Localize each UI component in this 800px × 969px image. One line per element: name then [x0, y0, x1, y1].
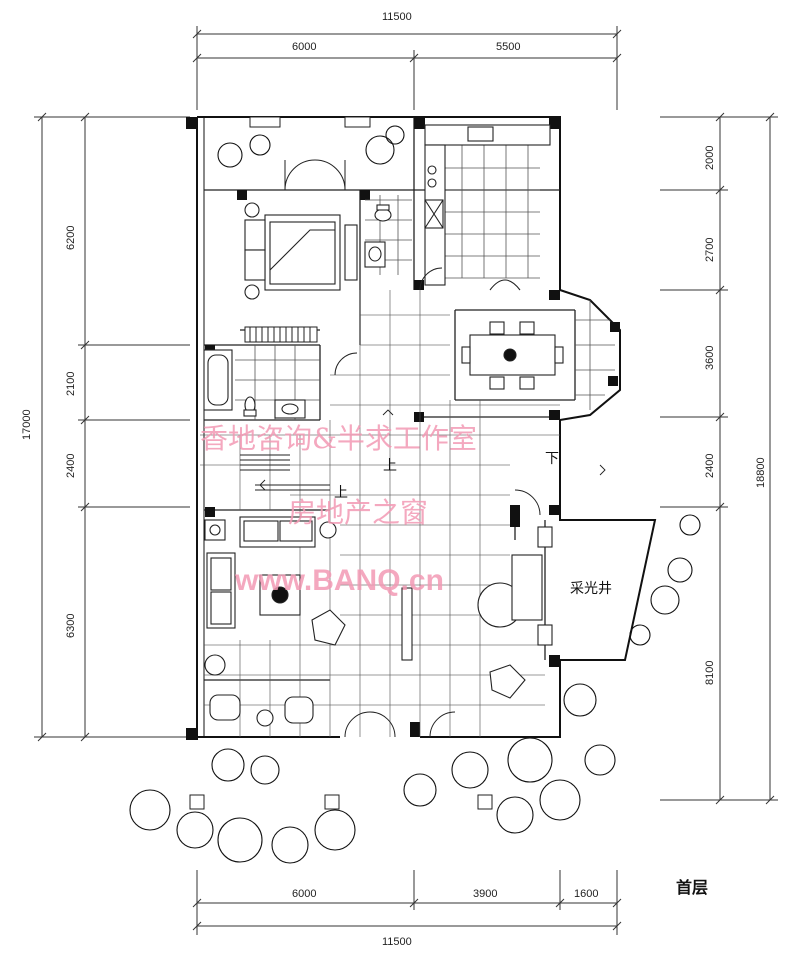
- dim-right-2: 2700: [704, 238, 716, 262]
- kitchen-tile-grid: [439, 144, 540, 279]
- sink: [274, 241, 386, 419]
- watermark-line-2: 房地产之窗: [288, 496, 428, 529]
- dim-top-left: 6000: [292, 41, 316, 53]
- lightwell-label: 采光井: [570, 581, 612, 597]
- planters: [189, 116, 493, 810]
- dim-left-3: 2400: [65, 454, 77, 478]
- dim-left-4: 6300: [65, 614, 77, 638]
- left-dimension-lines: [34, 112, 190, 742]
- dim-bottom-total: 11500: [382, 936, 412, 948]
- kitchen-counter: [424, 124, 551, 291]
- interior-walls: [204, 117, 576, 681]
- dim-right-5: 8100: [704, 661, 716, 685]
- dim-right-1: 2000: [704, 146, 716, 170]
- dim-right-3: 3600: [704, 346, 716, 370]
- columns: [186, 117, 620, 740]
- dim-left-2: 2100: [65, 372, 77, 396]
- doors: [284, 159, 541, 738]
- bottom-dimension-lines: [192, 870, 622, 935]
- dim-bottom-right: 1600: [574, 888, 598, 900]
- stairs-up-label-2: 上: [334, 485, 348, 501]
- bathtub: [203, 349, 233, 411]
- dining-table: [461, 321, 564, 390]
- dim-left-1: 6200: [65, 226, 77, 250]
- plants: [129, 125, 701, 864]
- top-dimension-lines: [192, 26, 622, 110]
- watermark-line-3: www.BANQ.cn: [234, 564, 444, 597]
- dim-top-total: 11500: [382, 11, 412, 23]
- right-dimension-lines: [660, 112, 778, 805]
- staircase: [240, 409, 606, 491]
- dim-top-right: 5500: [496, 41, 520, 53]
- watermark-line-1: 香地咨询&半求工作室: [200, 422, 477, 455]
- dim-bottom-left: 6000: [292, 888, 316, 900]
- bed: [244, 202, 358, 300]
- dim-right-4: 2400: [704, 454, 716, 478]
- tv-cabinet: [401, 587, 413, 661]
- wardrobe: [244, 326, 318, 343]
- sofa-set: [204, 516, 346, 727]
- stairs-up-label-1: 上: [383, 458, 397, 474]
- toilet: [243, 204, 392, 417]
- dim-right-total: 18800: [755, 457, 767, 488]
- dining-tile-grid: [575, 300, 615, 410]
- stairs-down-label: 下: [545, 451, 559, 467]
- dim-bottom-mid: 3900: [473, 888, 497, 900]
- dim-left-total: 17000: [21, 409, 33, 440]
- floor-label: 首层: [676, 878, 708, 897]
- round-table: [477, 526, 553, 699]
